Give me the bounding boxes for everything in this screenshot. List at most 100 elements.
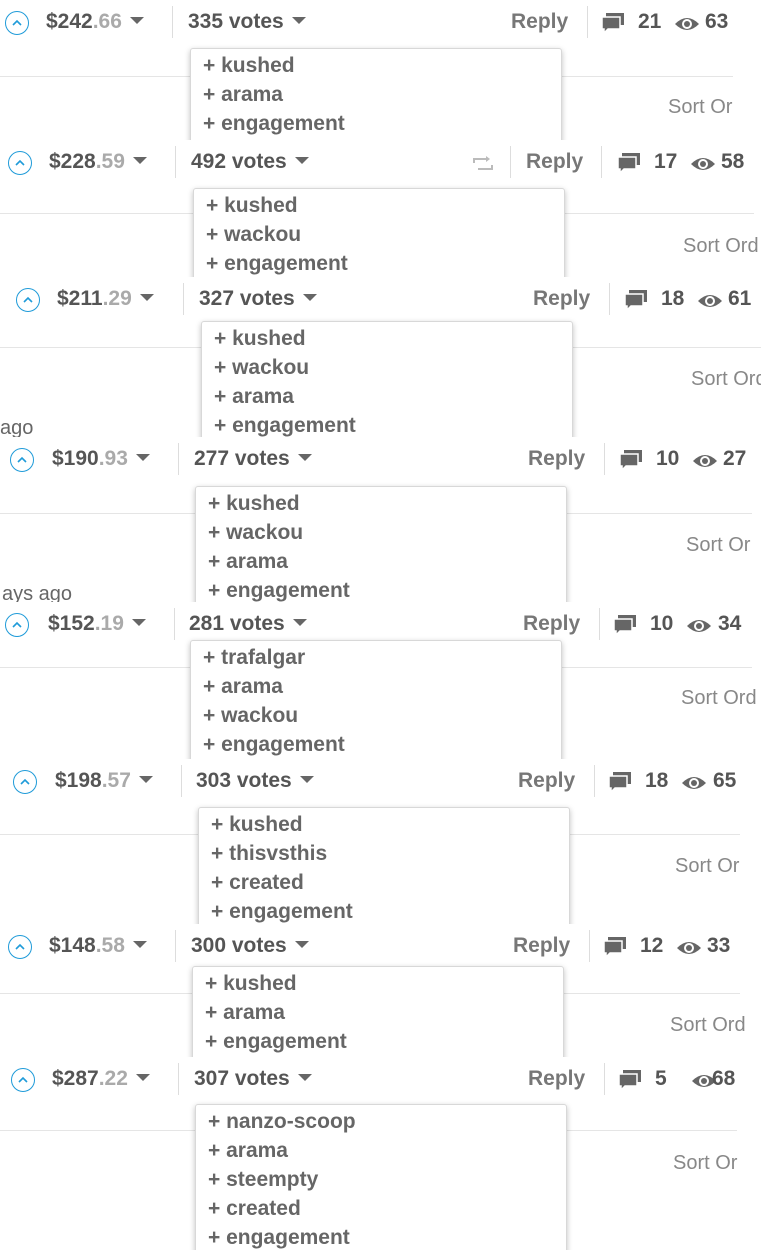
sort-order-label[interactable]: Sort Or xyxy=(673,1152,738,1174)
sort-order-label[interactable]: Sort Or xyxy=(686,534,751,556)
sort-order-label[interactable]: Sort Or xyxy=(675,855,740,877)
sort-order-label[interactable]: Sort Ord xyxy=(681,687,757,709)
payout-dropdown[interactable]: $152.19 xyxy=(48,612,146,636)
comments-icon[interactable] xyxy=(623,289,649,311)
comments-icon[interactable] xyxy=(618,449,644,471)
caret-down-icon xyxy=(294,940,309,948)
caret-down-icon xyxy=(294,156,309,164)
payout-dropdown[interactable]: $242.66 xyxy=(46,10,144,34)
comments-icon[interactable] xyxy=(607,771,633,793)
sort-order-label[interactable]: Sort Ord xyxy=(683,235,759,257)
comments-icon[interactable] xyxy=(616,152,642,174)
reply-link[interactable]: Reply xyxy=(511,10,569,33)
reply-link[interactable]: Reply xyxy=(513,934,571,957)
tag-menu-item[interactable]: + arama xyxy=(208,1139,288,1162)
upvote-button[interactable] xyxy=(5,11,29,35)
reply-link[interactable]: Reply xyxy=(518,769,576,792)
tag-menu-item[interactable]: + kushed xyxy=(206,194,298,217)
tag-menu-item[interactable]: + engagement xyxy=(211,900,353,923)
tag-menu-item[interactable]: + kushed xyxy=(205,972,297,995)
views-count: 34 xyxy=(718,612,742,635)
tag-menu-item[interactable]: + wackou xyxy=(203,704,299,727)
upvote-button[interactable] xyxy=(5,613,29,637)
payout-dropdown[interactable]: $190.93 xyxy=(52,447,150,471)
tag-menu-item[interactable]: + arama xyxy=(203,675,283,698)
votes-dropdown[interactable]: 307 votes xyxy=(194,1067,312,1091)
tag-menu-item[interactable]: + thisvsthis xyxy=(211,842,328,865)
tag-menu-item[interactable]: + arama xyxy=(208,550,288,573)
tag-menu-item[interactable]: + arama xyxy=(214,385,294,408)
tag-menu-item[interactable]: + kushed xyxy=(208,492,300,515)
reply-link[interactable]: Reply xyxy=(533,287,591,310)
upvote-button[interactable] xyxy=(13,770,37,794)
payout-dollars: $287 xyxy=(52,1067,99,1090)
chevron-up-icon xyxy=(19,770,31,794)
comments-icon[interactable] xyxy=(612,614,638,636)
votes-count: 281 votes xyxy=(189,612,285,635)
reply-link[interactable]: Reply xyxy=(528,447,586,470)
payout-dropdown[interactable]: $148.58 xyxy=(49,934,147,958)
tag-menu-item[interactable]: + arama xyxy=(203,83,283,106)
tag-menu-item[interactable]: + created xyxy=(211,871,304,894)
reply-link[interactable]: Reply xyxy=(526,150,584,173)
comments-icon[interactable] xyxy=(602,936,628,958)
votes-dropdown[interactable]: 281 votes xyxy=(189,612,307,636)
upvote-button[interactable] xyxy=(10,448,34,472)
votes-dropdown[interactable]: 300 votes xyxy=(191,934,309,958)
comments-count: 5 xyxy=(655,1067,667,1090)
payout-dropdown[interactable]: $211.29 xyxy=(57,287,154,311)
tag-menu-item[interactable]: + kushed xyxy=(203,54,295,77)
upvote-button[interactable] xyxy=(8,935,32,959)
tag-menu-item[interactable]: + created xyxy=(208,1197,301,1220)
payout-cents: .57 xyxy=(101,769,131,792)
sort-order-label[interactable]: Sort Ord xyxy=(670,1014,746,1036)
comments-icon[interactable] xyxy=(600,12,626,34)
sort-order-label[interactable]: Sort Or xyxy=(668,96,733,118)
payout-cents: .29 xyxy=(102,287,132,310)
votes-dropdown[interactable]: 303 votes xyxy=(196,769,314,793)
tag-menu-item[interactable]: + arama xyxy=(205,1001,285,1024)
tag-menu-item[interactable]: + kushed xyxy=(211,813,303,836)
tag-menu-item[interactable]: + wackou xyxy=(206,223,302,246)
votes-dropdown[interactable]: 277 votes xyxy=(194,447,312,471)
tag-menu-item[interactable]: + steempty xyxy=(208,1168,319,1191)
tag-menu-item[interactable]: + engagement xyxy=(205,1030,347,1053)
sort-order-label[interactable]: Sort Ord xyxy=(691,368,761,390)
separator xyxy=(587,6,588,38)
votes-dropdown[interactable]: 492 votes xyxy=(191,150,309,174)
tag-menu-item[interactable]: + engagement xyxy=(208,579,350,602)
comments-icon[interactable] xyxy=(617,1069,643,1091)
tag-menu-item[interactable]: + trafalgar xyxy=(203,646,306,669)
resteem-icon[interactable] xyxy=(472,155,494,173)
upvote-button[interactable] xyxy=(8,151,32,175)
tag-menu-item[interactable]: + wackou xyxy=(214,356,310,379)
votes-dropdown[interactable]: 335 votes xyxy=(188,10,306,34)
tag-menu-item[interactable]: + engagement xyxy=(214,414,356,437)
tag-menu-item[interactable]: + nanzo-scoop xyxy=(208,1110,356,1133)
eye-icon xyxy=(676,939,702,957)
upvote-button[interactable] xyxy=(11,1068,35,1092)
caret-down-icon xyxy=(292,618,307,626)
tag-menu-item[interactable]: + engagement xyxy=(208,1226,350,1249)
caret-down-icon xyxy=(299,775,314,783)
payout-dropdown[interactable]: $287.22 xyxy=(52,1067,150,1091)
tags-dropdown: + kushed + wackou + engagement xyxy=(193,188,565,277)
payout-dollars: $198 xyxy=(55,769,102,792)
caret-down-icon xyxy=(139,293,154,301)
tag-menu-item[interactable]: + engagement xyxy=(203,733,345,756)
payout-dropdown[interactable]: $228.59 xyxy=(49,150,147,174)
upvote-button[interactable] xyxy=(16,288,40,312)
reply-link[interactable]: Reply xyxy=(528,1067,586,1090)
reply-link[interactable]: Reply xyxy=(523,612,581,635)
tag-menu-item[interactable]: + engagement xyxy=(203,112,345,135)
votes-count: 492 votes xyxy=(191,150,287,173)
votes-dropdown[interactable]: 327 votes xyxy=(199,287,317,311)
tag-menu-item[interactable]: + kushed xyxy=(214,327,306,350)
separator xyxy=(172,6,173,38)
payout-dropdown[interactable]: $198.57 xyxy=(55,769,153,793)
tag-menu-item[interactable]: + wackou xyxy=(208,521,304,544)
tag-menu-item[interactable]: + engagement xyxy=(206,252,348,275)
